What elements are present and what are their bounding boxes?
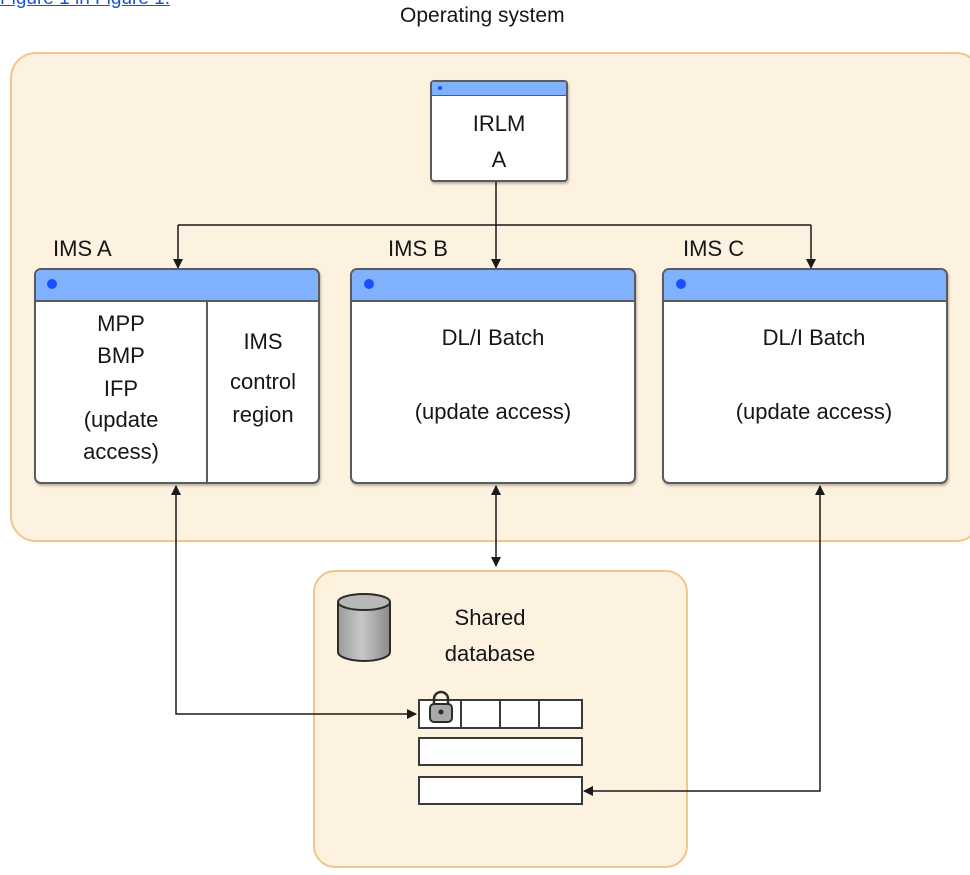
database-title-line1: Shared <box>454 605 526 630</box>
record-cell <box>499 699 540 729</box>
record-cell <box>460 699 501 729</box>
ims-b-window: DL/I Batch (update access) <box>350 268 636 484</box>
ims-c-label: IMS C <box>683 236 745 261</box>
ims-b-access: (update access) <box>414 399 572 424</box>
ims-b-program: DL/I Batch <box>441 325 545 350</box>
ims-c-access: (update access) <box>735 399 893 424</box>
ims-a-divider <box>206 300 208 482</box>
ims-a-control-line1: IMS <box>243 329 283 354</box>
irlm-titlebar <box>432 82 566 96</box>
irlm-name: IRLM <box>472 111 526 136</box>
ims-a-titlebar <box>36 270 318 302</box>
window-dot-icon <box>47 279 57 289</box>
ims-c-titlebar <box>664 270 946 302</box>
ims-b-label: IMS B <box>388 236 448 261</box>
record-cell <box>538 699 583 729</box>
top-reference-link[interactable]: Figure 1 in Figure 1. <box>0 0 170 9</box>
ims-a-app-access: access) <box>83 439 159 464</box>
ims-a-app-ifp: IFP <box>103 376 139 401</box>
ims-a-label: IMS A <box>53 236 112 261</box>
database-record <box>418 776 583 805</box>
ims-a-app-update: (update <box>83 407 159 432</box>
operating-system-caption: Operating system <box>400 4 565 27</box>
window-dot-icon <box>676 279 686 289</box>
ims-a-window: MPP BMP IFP (update access) IMS control … <box>34 268 320 484</box>
ims-b-titlebar <box>352 270 634 302</box>
ims-a-app-mpp: MPP <box>97 311 145 336</box>
irlm-id: A <box>491 147 507 172</box>
ims-a-control-line3: region <box>232 402 294 427</box>
top-caption-line: Figure 1 in Figure 1. <box>0 0 970 10</box>
database-cylinder-icon <box>337 593 391 662</box>
window-dot-icon <box>438 86 442 90</box>
database-title-line2: database <box>444 641 536 666</box>
window-dot-icon <box>364 279 374 289</box>
irlm-window: IRLM A <box>430 80 568 182</box>
ims-a-control-line2: control <box>229 369 297 394</box>
database-record <box>418 737 583 766</box>
lock-icon <box>429 690 453 723</box>
ims-c-window: DL/I Batch (update access) <box>662 268 948 484</box>
arrow-ims-a-to-db <box>171 485 417 719</box>
ims-c-program: DL/I Batch <box>762 325 866 350</box>
arrow-ims-c-to-db <box>583 485 825 796</box>
ims-a-app-bmp: BMP <box>97 343 145 368</box>
database-record-locked <box>418 690 583 729</box>
